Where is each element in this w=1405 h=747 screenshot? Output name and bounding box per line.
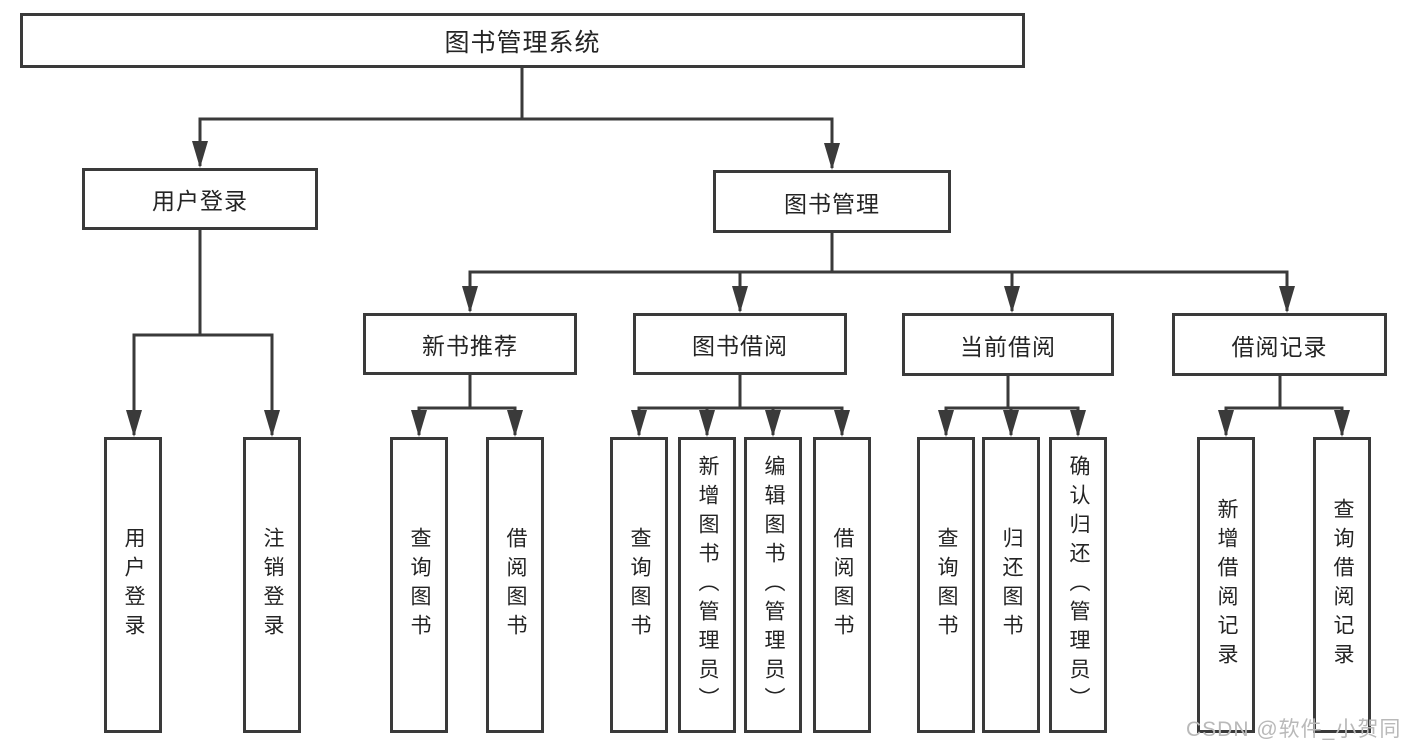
leaf-query-borrow-record: 查询借阅记录 — [1313, 437, 1371, 733]
node-user-login: 用户登录 — [82, 168, 318, 230]
leaf-borrow-books-borrowing: 借阅图书 — [813, 437, 871, 733]
leaf-borrow-books-recommend: 借阅图书 — [486, 437, 544, 733]
leaf-user-login: 用户登录 — [104, 437, 162, 733]
leaf-add-borrow-record: 新增借阅记录 — [1197, 437, 1255, 733]
leaf-edit-book-admin: 编辑图书（管理员） — [744, 437, 802, 733]
leaf-query-books-current: 查询图书 — [917, 437, 975, 733]
watermark: CSDN @软件_小贺同学 — [1186, 718, 1402, 741]
leaf-logout: 注销登录 — [243, 437, 301, 733]
node-library-management-system: 图书管理系统 — [20, 13, 1025, 68]
node-current-borrowing: 当前借阅 — [902, 313, 1114, 376]
node-book-borrowing: 图书借阅 — [633, 313, 847, 375]
node-borrowing-records: 借阅记录 — [1172, 313, 1387, 376]
leaf-query-books-borrowing: 查询图书 — [610, 437, 668, 733]
leaf-return-book: 归还图书 — [982, 437, 1040, 733]
node-new-book-recommend: 新书推荐 — [363, 313, 577, 375]
leaf-add-book-admin: 新增图书（管理员） — [678, 437, 736, 733]
connector-lines — [132, 68, 1344, 435]
leaf-confirm-return-admin: 确认归还（管理员） — [1049, 437, 1107, 733]
node-book-management: 图书管理 — [713, 170, 951, 233]
leaf-query-books-recommend: 查询图书 — [390, 437, 448, 733]
